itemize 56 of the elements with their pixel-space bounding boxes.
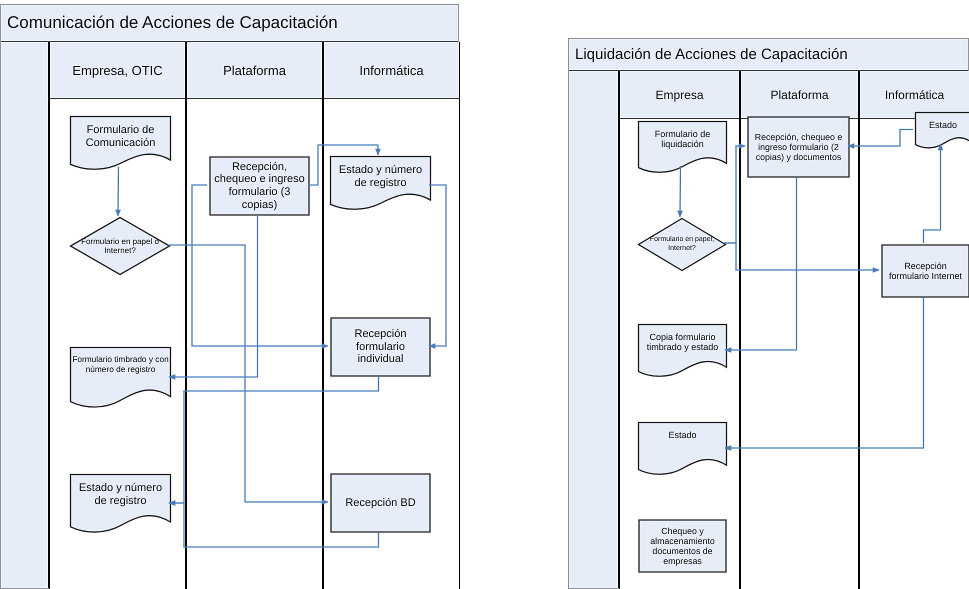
decision-diamond <box>70 217 170 275</box>
lane-header: Plataforma <box>187 42 322 99</box>
connector-arrow <box>724 177 798 353</box>
swimlane <box>619 71 740 589</box>
node-label: Recepción formulario Internet <box>888 260 964 282</box>
swimlane <box>49 42 186 589</box>
process-box <box>330 473 431 533</box>
node-label: Formulario timbrado y con número de registro <box>72 355 169 374</box>
connector-arrow <box>191 184 329 349</box>
connector-arrow <box>677 166 683 218</box>
node-label: Recepción, chequeo e ingreso formulario (2 copias) y documentos <box>754 132 844 162</box>
document-shape <box>915 112 969 149</box>
lane-header: Informática <box>324 42 459 99</box>
process-box <box>638 519 727 573</box>
document-shape <box>638 324 727 378</box>
node-label: Formulario de liquidación <box>654 129 712 150</box>
node-label: Recepción BD <box>345 496 416 510</box>
connector-arrow <box>115 167 121 217</box>
decision-diamond <box>638 218 726 271</box>
connector-arrow <box>847 128 913 149</box>
node-label: Estado <box>928 120 958 130</box>
connector-arrow <box>168 215 258 380</box>
connector-arrow <box>724 297 924 451</box>
node-label: Recepción, chequeo e ingreso formulario (3 copias) <box>213 160 306 212</box>
lane-header: Empresa <box>620 71 739 119</box>
node-label: Formulario de Comunicación <box>84 124 156 150</box>
process-box <box>881 244 969 298</box>
connector-arrow <box>168 244 329 505</box>
document-shape <box>330 156 431 211</box>
connector-arrow <box>922 143 944 243</box>
document-shape <box>70 347 171 409</box>
process-box <box>747 116 850 178</box>
node-label: Recepción formulario individual <box>354 328 408 366</box>
swimlane <box>859 71 969 589</box>
lane-header: Plataforma <box>741 71 858 119</box>
connector-arrow <box>724 242 880 273</box>
swimlane <box>740 71 859 589</box>
document-shape <box>70 116 171 171</box>
document-shape <box>638 121 727 174</box>
connector-arrow <box>168 500 380 548</box>
connector-arrow <box>428 184 447 349</box>
node-label: Estado y número de registro <box>78 482 164 508</box>
node-label: Chequeo y almacenamiento documentos de empresas <box>649 526 716 566</box>
document-shape <box>70 474 171 534</box>
swimlane <box>186 42 323 589</box>
document-shape <box>638 422 727 476</box>
node-label: Estado y número de registro <box>338 164 424 190</box>
swimlane-pool <box>568 38 969 589</box>
process-box <box>330 317 431 377</box>
connector-arrow <box>308 144 381 186</box>
swimlane-pool <box>0 4 459 589</box>
node-label: Copia formulario timbrado y estado <box>646 332 720 353</box>
node-label: Estado <box>668 430 697 440</box>
lane-header: Empresa, OTIC <box>50 42 185 99</box>
decision-label: Formulario en papel o Internet? <box>80 236 160 256</box>
swimlane <box>323 42 460 589</box>
